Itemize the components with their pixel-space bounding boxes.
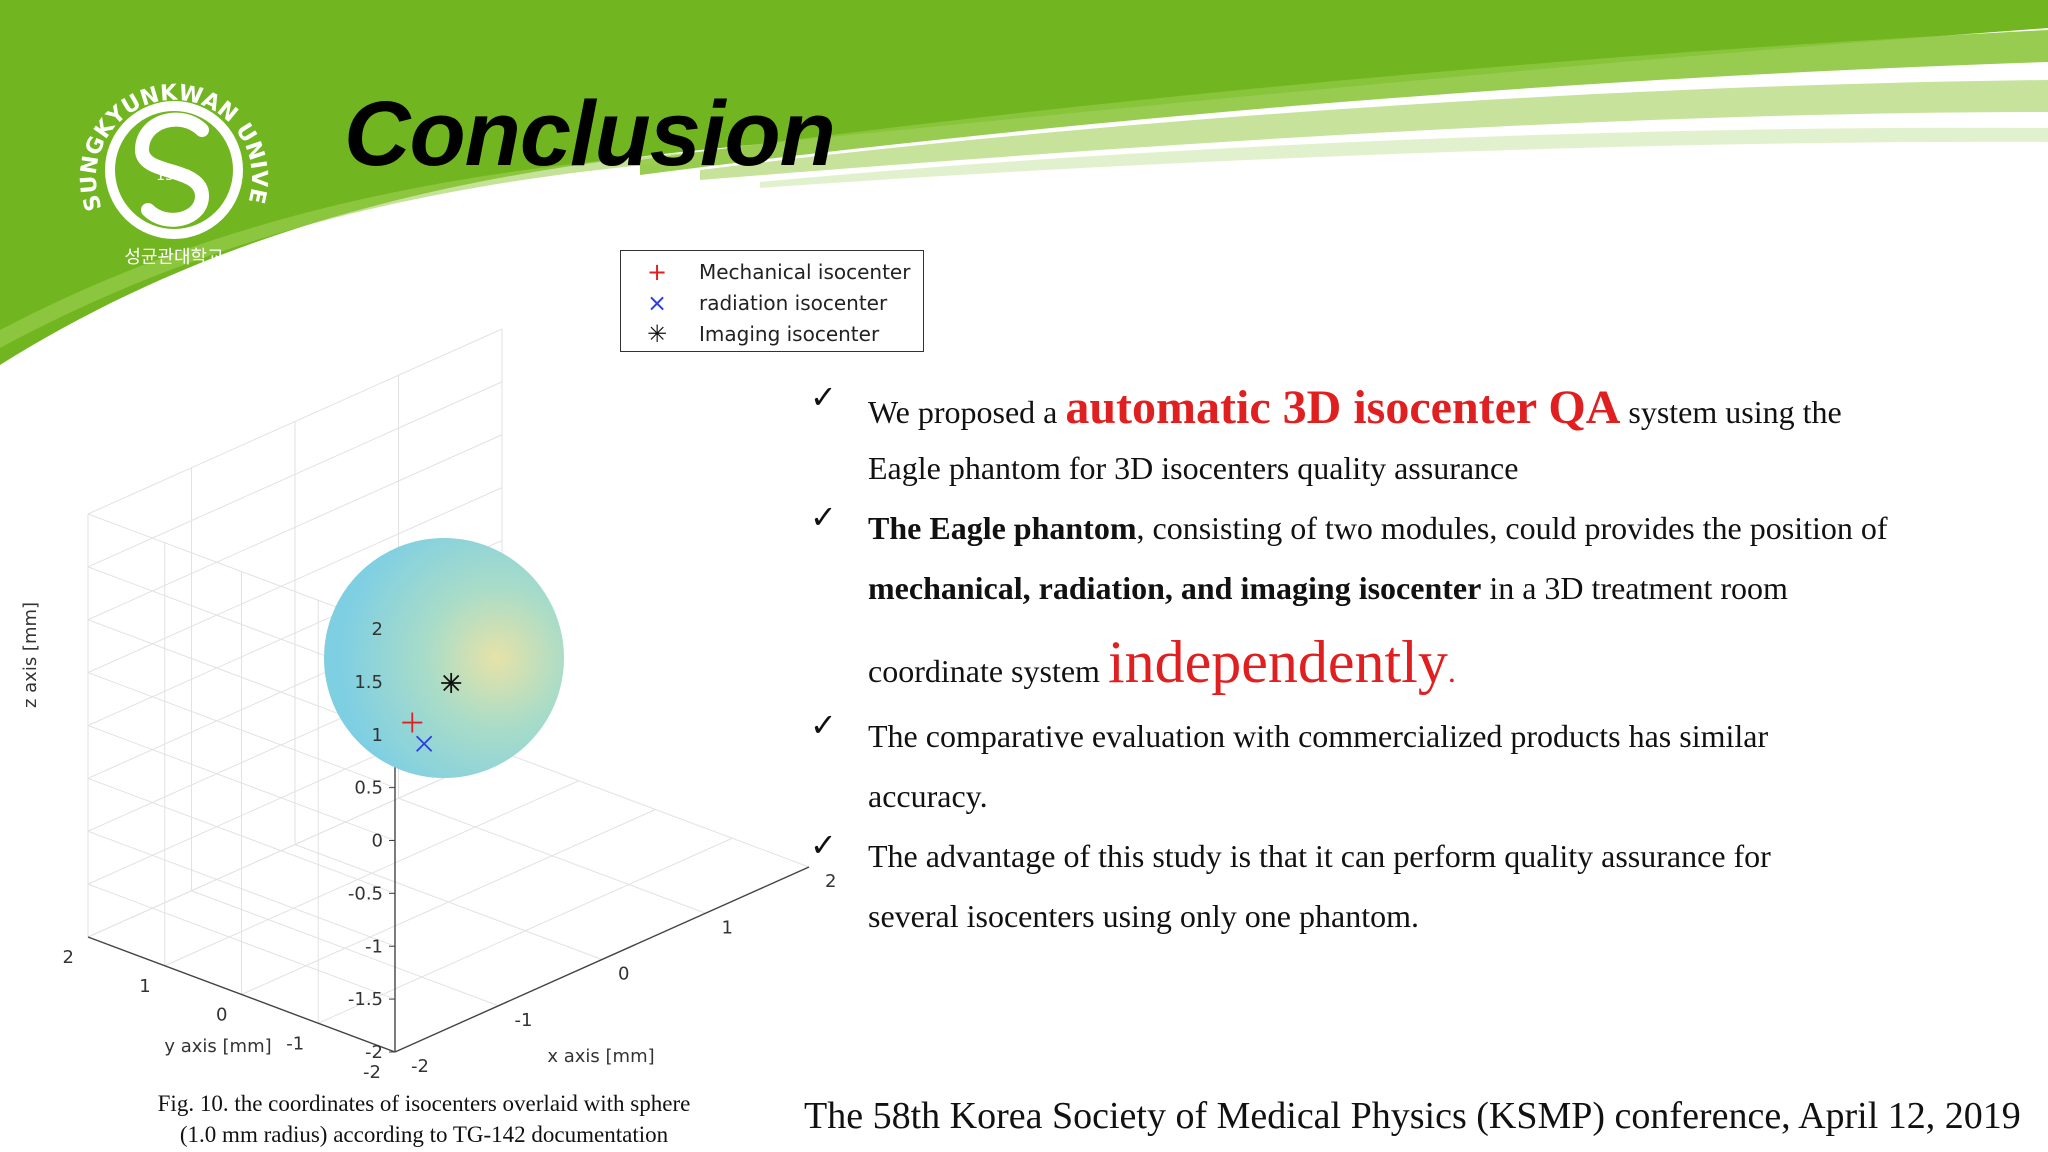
y-tick-label: -1 [286,1033,304,1054]
bullet-text: Eagle phantom for 3D isocenters quality … [868,450,1519,486]
bullet-text: system using the [1620,394,1842,430]
z-tick-label: -1.5 [348,989,383,1010]
grid-line [164,780,579,967]
y-tick-label: 2 [63,947,74,968]
z-axis-label: z axis [mm] [20,602,41,708]
x-axis-label: x axis [mm] [547,1046,654,1067]
caption-line-1: Fig. 10. the coordinates of isocenters o… [157,1091,691,1116]
y-axis-line [87,936,396,1053]
y-axis-label: y axis [mm] [164,1036,271,1057]
bullet-line: Eagle phantom for 3D isocenters quality … [868,438,2010,498]
z-tick-label: -0.5 [348,883,383,904]
marker-* [441,673,462,693]
bullet-item: ✓ The Eagle phantom, consisting of two mo… [810,498,2010,706]
bullet-text: The comparative evaluation with commerci… [868,718,1769,754]
logo-korean-text: 성균관대학교 [124,247,223,268]
bullet-item: ✓ The advantage of this study is that it … [810,826,2010,946]
y-tick-label: -2 [363,1062,381,1083]
bullet-text: mechanical, radiation, and imaging isoce… [868,570,1482,606]
bullet-text: The Eagle phantom [868,510,1137,546]
x-tick-label: 2 [825,871,836,892]
university-logo: SUNGKYUNKWAN UNIVERSITY 1398 성균관대학교 [62,58,271,268]
bullet-line: The advantage of this study is that it c… [868,826,2010,886]
bullet-line: We proposed a automatic 3D isocenter QA … [868,378,2010,438]
bullet-line: coordinate system independently. [868,618,2010,706]
bullet-line: several isocenters using only one phanto… [868,886,2010,946]
grid-line [241,809,656,995]
bullet-text: several isocenters using only one phanto… [868,898,1419,934]
conference-footer: The 58th Korea Society of Medical Physic… [804,1095,2021,1137]
grid-line [87,434,503,621]
conclusion-bullet-list: ✓ We proposed a automatic 3D isocenter QA… [810,378,2010,946]
legend-item-mechanical: + Mechanical isocenter [621,257,921,287]
grid-line [87,672,396,789]
x-tick-label: -1 [515,1010,533,1031]
imaging-marker-icon: ✳ [646,320,668,348]
grid-line [87,830,396,947]
marker-x [416,735,433,752]
bullet-text: accuracy. [868,778,988,814]
x-tick-label: 0 [618,964,629,985]
bullet-item: ✓ We proposed a automatic 3D isocenter QA… [810,378,2010,498]
logo-year: 1398 [156,168,192,184]
mechanical-marker-icon: + [646,258,668,286]
checkmark-icon: ✓ [810,827,837,863]
bullet-text: automatic 3D isocenter QA [1065,381,1621,434]
caption-line-2: (1.0 mm radius) according to TG-142 docu… [179,1122,669,1147]
legend-label: radiation isocenter [699,291,888,315]
z-tick-label: 2 [372,619,383,640]
bullet-text: The advantage of this study is that it c… [868,838,1771,874]
marker-stroke [443,674,460,692]
bullet-text: We proposed a [868,394,1066,430]
y-tick-label: 1 [139,976,150,997]
grid-line [87,725,396,841]
plot-markers [402,673,462,752]
grid-line [501,751,810,868]
z-tick-label: 0 [372,831,383,852]
slide-title: Conclusion [344,83,836,185]
x-axis-line [394,866,810,1053]
grid-line [87,777,396,894]
plot-legend: + Mechanical isocenter × radiation isoce… [620,250,924,352]
checkmark-icon: ✓ [810,707,837,743]
marker-stroke [416,735,433,752]
bullet-line: mechanical, radiation, and imaging isoce… [868,558,2010,618]
legend-label: Mechanical isocenter [699,260,911,284]
z-tick-label: 0.5 [354,778,383,799]
z-tick-label: 1.5 [354,672,383,693]
grid-line [87,487,503,674]
bullet-text: , consisting of two modules, could provi… [1136,510,1888,546]
grid-line [87,883,396,1000]
bullet-line: The comparative evaluation with commerci… [868,706,2010,766]
x-tick-label: 1 [722,917,733,938]
grid-line [87,381,503,568]
bullet-line: accuracy. [868,766,2010,826]
bullet-text: in a 3D treatment room [1481,570,1788,606]
grid-line [87,751,503,938]
bullet-line: The Eagle phantom, consisting of two mod… [868,498,2010,558]
z-tick-label: 1 [372,725,383,746]
marker-+ [402,712,423,733]
legend-label: Imaging isocenter [699,322,880,346]
grid-line [87,328,503,515]
checkmark-icon: ✓ [810,499,837,535]
z-tick-label: -2 [365,1042,383,1063]
checkmark-icon: ✓ [810,379,837,415]
radiation-marker-icon: × [646,289,668,317]
grid-line [398,797,706,914]
figure-caption: Fig. 10. the coordinates of isocenters o… [102,1088,746,1150]
bullet-text: coordinate system [868,653,1108,689]
bullet-text: . [1447,653,1456,689]
z-tick-label: -1 [365,936,383,957]
y-tick-label: 0 [216,1005,227,1026]
x-tick-label: -2 [411,1056,429,1077]
tolerance-sphere [324,538,564,778]
bullet-text: independently [1107,629,1448,695]
legend-item-imaging: ✳ Imaging isocenter [621,319,921,349]
bullet-item: ✓ The comparative evaluation with commerc… [810,706,2010,826]
legend-item-radiation: × radiation isocenter [621,288,921,318]
